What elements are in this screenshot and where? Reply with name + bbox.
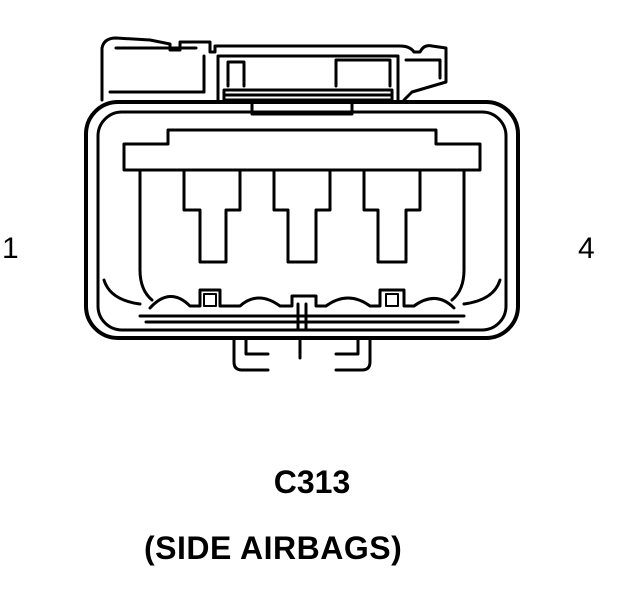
housing-outer: [84, 100, 520, 340]
terminal-cavities: [102, 168, 502, 306]
connector-description: (SIDE AIRBAGS): [144, 530, 403, 566]
connector-id: C313: [273, 464, 351, 500]
pin-1-label: 1: [2, 232, 19, 265]
pin-4-label: 4: [578, 232, 595, 265]
terminal-carrier: [122, 128, 482, 172]
terminal-bottom-row: [138, 288, 466, 332]
connector-bottom-tabs: [232, 336, 372, 372]
